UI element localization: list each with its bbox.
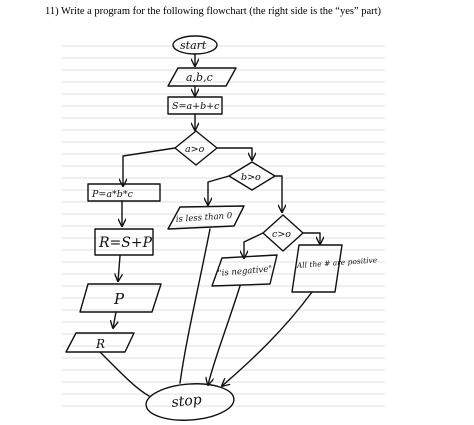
arrow-ratio-out-p — [118, 255, 120, 281]
arrow-b-yes — [274, 175, 282, 212]
out-r-label: R — [95, 337, 105, 351]
output-p-parallelogram — [79, 283, 162, 313]
less-than-label: is less than 0 — [176, 211, 234, 225]
arrow-b-no — [208, 175, 230, 205]
start-label: start — [180, 39, 207, 52]
out-p-label: P — [113, 290, 125, 308]
decision-c — [262, 214, 304, 252]
line-r-stop — [99, 351, 150, 397]
output-r-parallelogram — [65, 332, 135, 353]
less-than-parallelogram — [167, 205, 245, 230]
line-all-positive-stop — [222, 291, 313, 386]
ratio-process-box — [94, 228, 154, 256]
cond-b-label: b>o — [241, 172, 261, 183]
input-parallelogram — [167, 67, 237, 87]
arrow-a-no — [123, 147, 176, 186]
line-negative-stop — [208, 285, 241, 385]
arrow-c-yes — [302, 232, 320, 244]
ratio-label: R=S+P — [98, 235, 153, 251]
negative-label: "is negative" — [217, 264, 272, 279]
arrow-a-yes — [216, 147, 252, 160]
input-label: a,b,c — [186, 71, 213, 84]
arrow-c-no — [244, 232, 264, 258]
negative-parallelogram — [211, 254, 278, 287]
cond-a-label: a>o — [185, 144, 205, 155]
product-process-box — [87, 183, 161, 202]
question-text: 11) Write a program for the following fl… — [45, 6, 382, 17]
decision-a — [174, 130, 218, 166]
line-less-than-stop — [179, 228, 211, 384]
product-label: P=a*b*c — [91, 189, 134, 200]
all-positive-label: All the # are positive — [296, 255, 378, 270]
stop-label: stop — [171, 392, 203, 411]
sum-label: S=a+b+c — [172, 101, 220, 112]
cond-c-label: c>o — [272, 229, 291, 240]
all-positive-parallelogram — [291, 244, 343, 293]
arrow-out-p-out-r — [113, 311, 116, 328]
decision-b — [228, 161, 276, 191]
stop-terminal — [145, 383, 235, 421]
